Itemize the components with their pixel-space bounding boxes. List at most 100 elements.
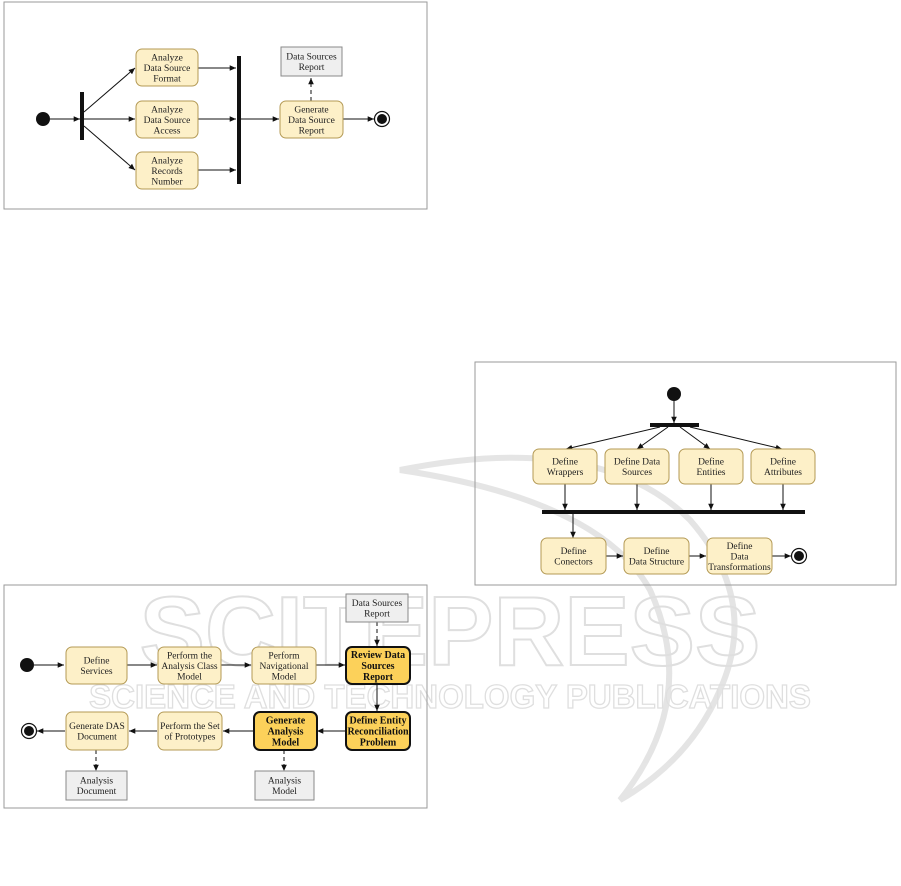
node-label-line: Define Data [614,457,661,468]
activity-box [65,711,129,751]
node-label-line: Data Sources [352,599,403,609]
diagram3: Data SourcesReportDefineServicesPerform … [20,593,411,801]
node-label-line: Reconciliation [347,726,409,737]
node-label-line: Access [154,126,181,136]
node-label-line: Model [272,787,297,797]
node-label-line: Format [153,74,181,84]
node-label-line: Data Source [144,64,191,74]
diagram1-frame [3,1,428,210]
watermark: SCITEPRESS SCIENCE AND TECHNOLOGY PUBLIC… [88,454,812,803]
node-label-line: Sources [622,468,652,478]
activity-box [279,100,344,139]
activity-box [678,448,744,485]
node-label-line: Generate DAS [69,722,125,732]
object-box [254,770,315,801]
activity-box [251,646,317,685]
activity-box [65,646,128,685]
node-label-line: Document [77,733,117,743]
node-label-line: Model [272,672,297,682]
node-label-line: Generate [294,105,328,115]
node-label-line: Model [272,737,299,748]
node-label-line: Analyze [151,53,183,63]
node-label-line: Document [77,787,117,797]
activity-box [604,448,670,485]
activity-box [253,711,318,751]
edge [636,426,669,450]
object-box [65,770,128,801]
node-label-line: Analysis [267,726,303,737]
node-label-line: Data Sources [286,53,337,63]
activity-box [623,537,690,575]
node-label-line: Define [552,457,578,468]
node-label-line: Data [731,552,750,562]
node-label-line: Number [151,177,183,187]
edge [689,426,783,451]
activity-box [157,711,223,751]
node-label-line: Data Structure [629,558,684,568]
node-label-line: Define [727,541,753,552]
node-label-line: Entities [696,468,725,478]
node-label-line: Define [770,457,796,468]
node-label-line: Sources [361,661,394,672]
watermark-swoosh-shape [399,454,738,803]
activity-box [706,537,773,575]
node-label-line: Report [299,126,325,136]
object-box [345,593,409,623]
node-label-line: Conectors [554,558,593,568]
watermark-logo-text: SCITEPRESS [140,576,761,686]
node-label-line: Analysis [80,777,114,787]
node-label-line: Define Entity [350,715,407,726]
node-label-line: Report [363,672,394,683]
diagram2-frame [474,361,897,586]
node-label-line: Analyze [151,105,183,115]
edge [565,426,661,451]
node-label-line: Perform the [167,650,212,661]
node-label-line: Define [698,457,724,468]
activity-box [345,711,411,751]
join-bar [237,56,241,184]
node-label-line: Report [299,63,325,73]
join-bar [542,510,805,514]
edge [679,426,711,450]
initial-node [20,658,34,672]
edge [83,125,136,171]
node-label-line: Services [80,667,112,677]
fork-bar [80,92,84,140]
node-label-line: Generate [266,715,306,726]
node-label-line: Navigational [259,662,308,672]
node-label-line: Analyze [151,156,183,166]
node-label-line: Perform the Set [160,721,220,732]
activity-box [532,448,598,485]
activity-box [540,537,607,575]
final-node-inner [377,114,387,124]
node-label-line: Data Source [288,116,335,126]
node-label-line: Model [177,672,202,682]
node-label-line: Data Source [144,116,191,126]
activity-box [135,100,199,139]
node-label-line: Transformations [708,562,771,573]
node-label-line: Report [364,610,390,620]
node-label-line: Analysis Class [161,662,218,672]
